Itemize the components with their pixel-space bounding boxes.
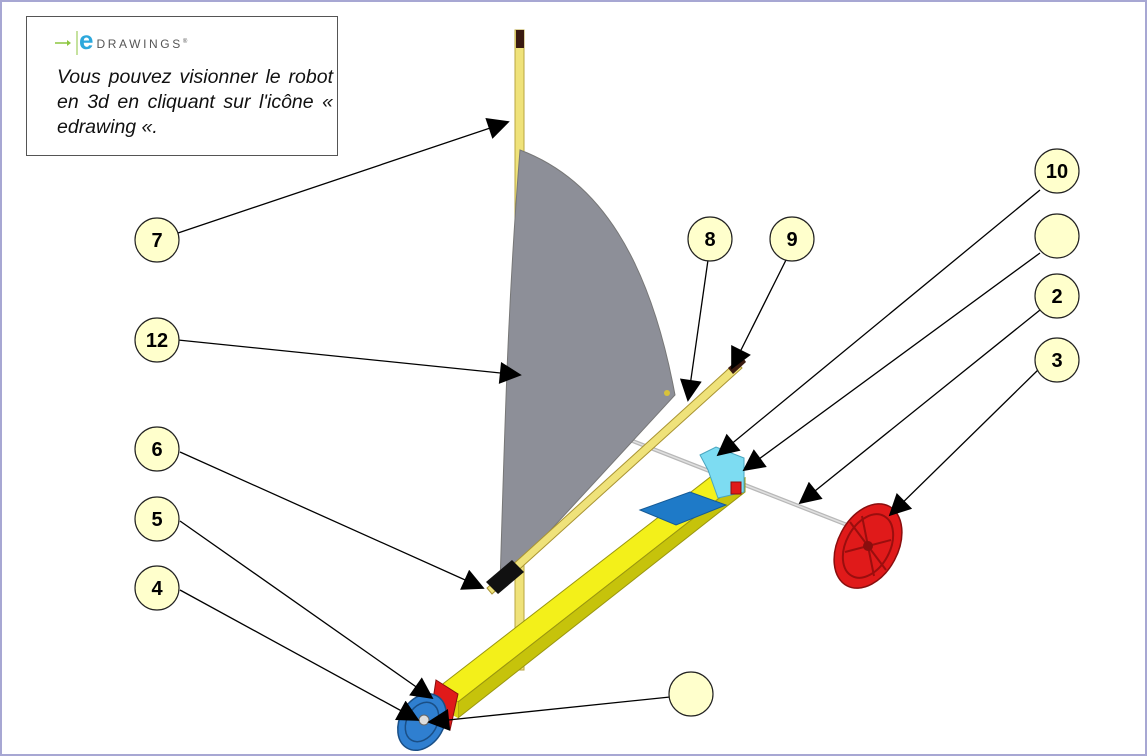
callout-blank-top-circle [1034,213,1080,259]
callout-3-label: 3 [1051,350,1062,372]
callout-2-circle [1034,273,1080,319]
callout-6-circle [134,426,180,472]
callout-8-circle [687,216,733,262]
callout-9-circle [769,216,815,262]
edrawings-logo-text: DRAWINGS® [96,37,188,51]
info-text: Vous pouvez visionner le robot en 3d en … [57,66,333,138]
callout-12-label: 12 [146,330,168,352]
callout-10-circle [1034,148,1080,194]
rear-wheel [833,503,903,589]
callout-9-label: 9 [786,229,797,251]
edrawings-logo-letter: e [79,25,94,55]
sail [499,149,676,587]
callout-10-label: 10 [1046,161,1068,183]
callout-5-circle [134,496,180,542]
callout-7-label: 7 [151,230,162,252]
callout-blank-bottom-circle [668,671,714,717]
edrawings-logo[interactable]: e DRAWINGS® [55,25,188,55]
callout-8-label: 8 [704,229,715,251]
callout-3-circle [1034,337,1080,383]
seat [638,446,745,526]
callout-6-label: 6 [151,439,162,461]
callout-4-circle [134,565,180,611]
edrawings-info-box: e DRAWINGS® Vous pouvez visionner le rob… [26,16,338,156]
callout-5-label: 5 [151,509,162,531]
callout-4-label: 4 [151,578,163,600]
edrawings-arrow-icon [55,31,78,55]
callout-2-label: 2 [1051,286,1062,308]
callout-12-circle [134,317,180,363]
callout-7-circle [134,217,180,263]
